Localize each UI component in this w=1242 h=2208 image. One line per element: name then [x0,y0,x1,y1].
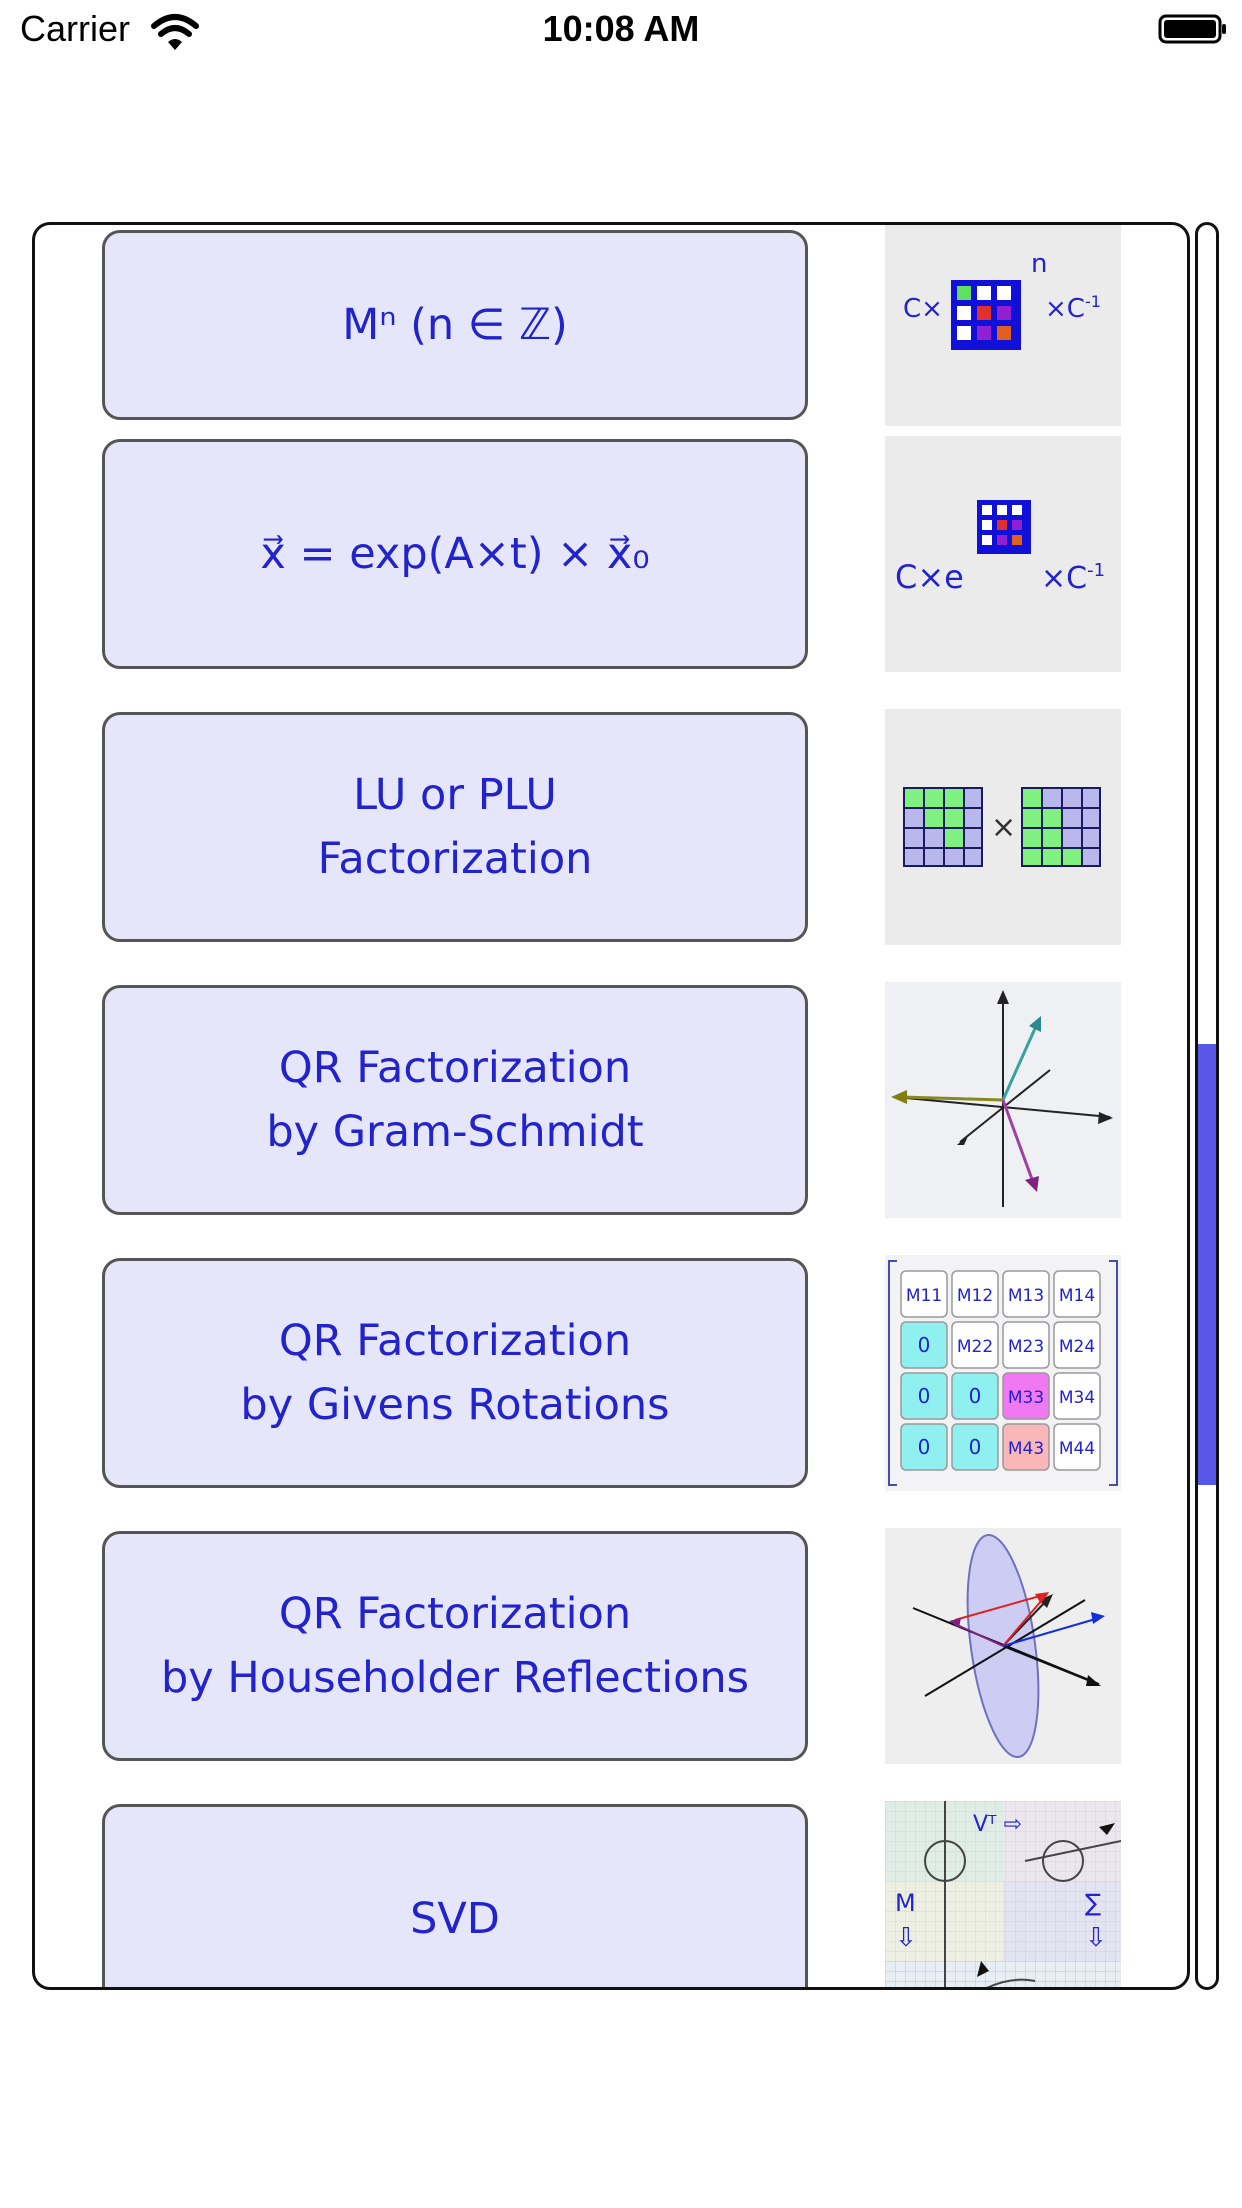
gram-schmidt-vectors-icon [885,982,1121,1218]
vt-text: Vᵀ ⇨ [973,1812,1022,1837]
lu-factorization-label: LU or PLU Factorization [317,769,593,885]
inverse-sup: -1 [1087,560,1105,581]
householder-button[interactable]: QR Factorization by Householder Reflecti… [102,1531,808,1761]
matrix-power-button[interactable]: Mⁿ (n ∈ ℤ) [102,230,808,420]
times-c-text: ×C [1045,294,1085,324]
clock: 10:08 AM [542,8,700,49]
c-times-e-text: C×e [895,558,964,596]
times-text: × [991,810,1016,845]
givens-cell [951,1321,999,1369]
givens-cell-label: M33 [1008,1388,1044,1408]
battery-icon [1158,14,1226,44]
givens-cell [1053,1372,1101,1420]
n-text: n [1031,249,1047,279]
givens-cell [900,1423,948,1471]
down-arrow-left: ⇩ [895,1923,917,1953]
givens-rotations-label: QR Factorization by Givens Rotations [240,1315,670,1431]
givens-cell [951,1423,999,1471]
givens-cell-label: M34 [1059,1388,1095,1408]
svd-button[interactable]: SVD [102,1804,808,1987]
givens-cell-label: M43 [1008,1439,1044,1459]
givens-cell-label: 0 [918,1384,931,1408]
givens-cell [900,1270,948,1318]
givens-cell [951,1372,999,1420]
status-bar: Carrier 10:08 AM [0,0,1242,62]
givens-cell-label: M24 [1059,1337,1095,1357]
givens-cell-label: M22 [957,1337,993,1357]
givens-cell-label: M12 [957,1286,993,1306]
svd-label: SVD [410,1893,500,1944]
carrier-label: Carrier [20,8,131,49]
givens-cell-label: 0 [969,1384,982,1408]
givens-cell-label: M23 [1008,1337,1044,1357]
householder-label: QR Factorization by Householder Reflecti… [160,1588,750,1704]
matrix-exponential-button[interactable]: x⃗ = exp(A×t) × x⃗₀ [102,439,808,669]
svd-diagram-icon: Vᵀ ⇨ M ∑ ⇩ ⇩ [885,1801,1121,1987]
function-list[interactable]: Mⁿ (n ∈ ℤ) C× n ×C-1 x⃗ = exp(A×t) × x⃗₀ [32,222,1190,1990]
givens-cell-label: 0 [969,1435,982,1459]
matrix-power-label: Mⁿ (n ∈ ℤ) [342,299,568,350]
svg-text:×C-1: ×C-1 [1041,560,1105,596]
givens-cell [1053,1423,1101,1471]
givens-cell [1002,1270,1050,1318]
gram-schmidt-button[interactable]: QR Factorization by Gram-Schmidt [102,985,808,1215]
givens-cell-label: 0 [918,1435,931,1459]
givens-cell-label: M14 [1059,1286,1095,1306]
matrix-exponential-icon: C×e ×C-1 [885,436,1121,672]
c-times-text: C× [903,294,943,324]
lu-factorization-button[interactable]: LU or PLU Factorization [102,712,808,942]
givens-cell [900,1372,948,1420]
wifi-icon [151,14,199,50]
givens-cell-label: 0 [918,1333,931,1357]
m-text: M [895,1889,916,1917]
scrollbar-thumb[interactable] [1198,1044,1216,1485]
svg-text:×C-1: ×C-1 [1045,292,1101,324]
down-arrow-right: ⇩ [1085,1923,1107,1953]
inverse-sup: -1 [1085,292,1101,311]
lu-factorization-icon: × [885,709,1121,945]
givens-cell [1053,1321,1101,1369]
givens-rotations-button[interactable]: QR Factorization by Givens Rotations [102,1258,808,1488]
matrix-power-icon: C× n ×C-1 [885,225,1121,426]
givens-cell [1002,1321,1050,1369]
sigma-text: ∑ [1085,1889,1101,1917]
gram-schmidt-label: QR Factorization by Gram-Schmidt [266,1042,644,1158]
givens-cell-label: M13 [1008,1286,1044,1306]
times-c-text: ×C [1041,561,1087,596]
givens-cell [1002,1372,1050,1420]
matrix-exponential-label: x⃗ = exp(A×t) × x⃗₀ [260,528,650,579]
givens-cell [1053,1270,1101,1318]
givens-cell-label: M11 [906,1286,942,1306]
scrollbar-track[interactable] [1195,222,1219,1990]
givens-cell [1002,1423,1050,1471]
givens-cell [900,1321,948,1369]
givens-cell [951,1270,999,1318]
householder-reflection-icon [885,1528,1121,1764]
givens-cell-label: M44 [1059,1439,1095,1459]
